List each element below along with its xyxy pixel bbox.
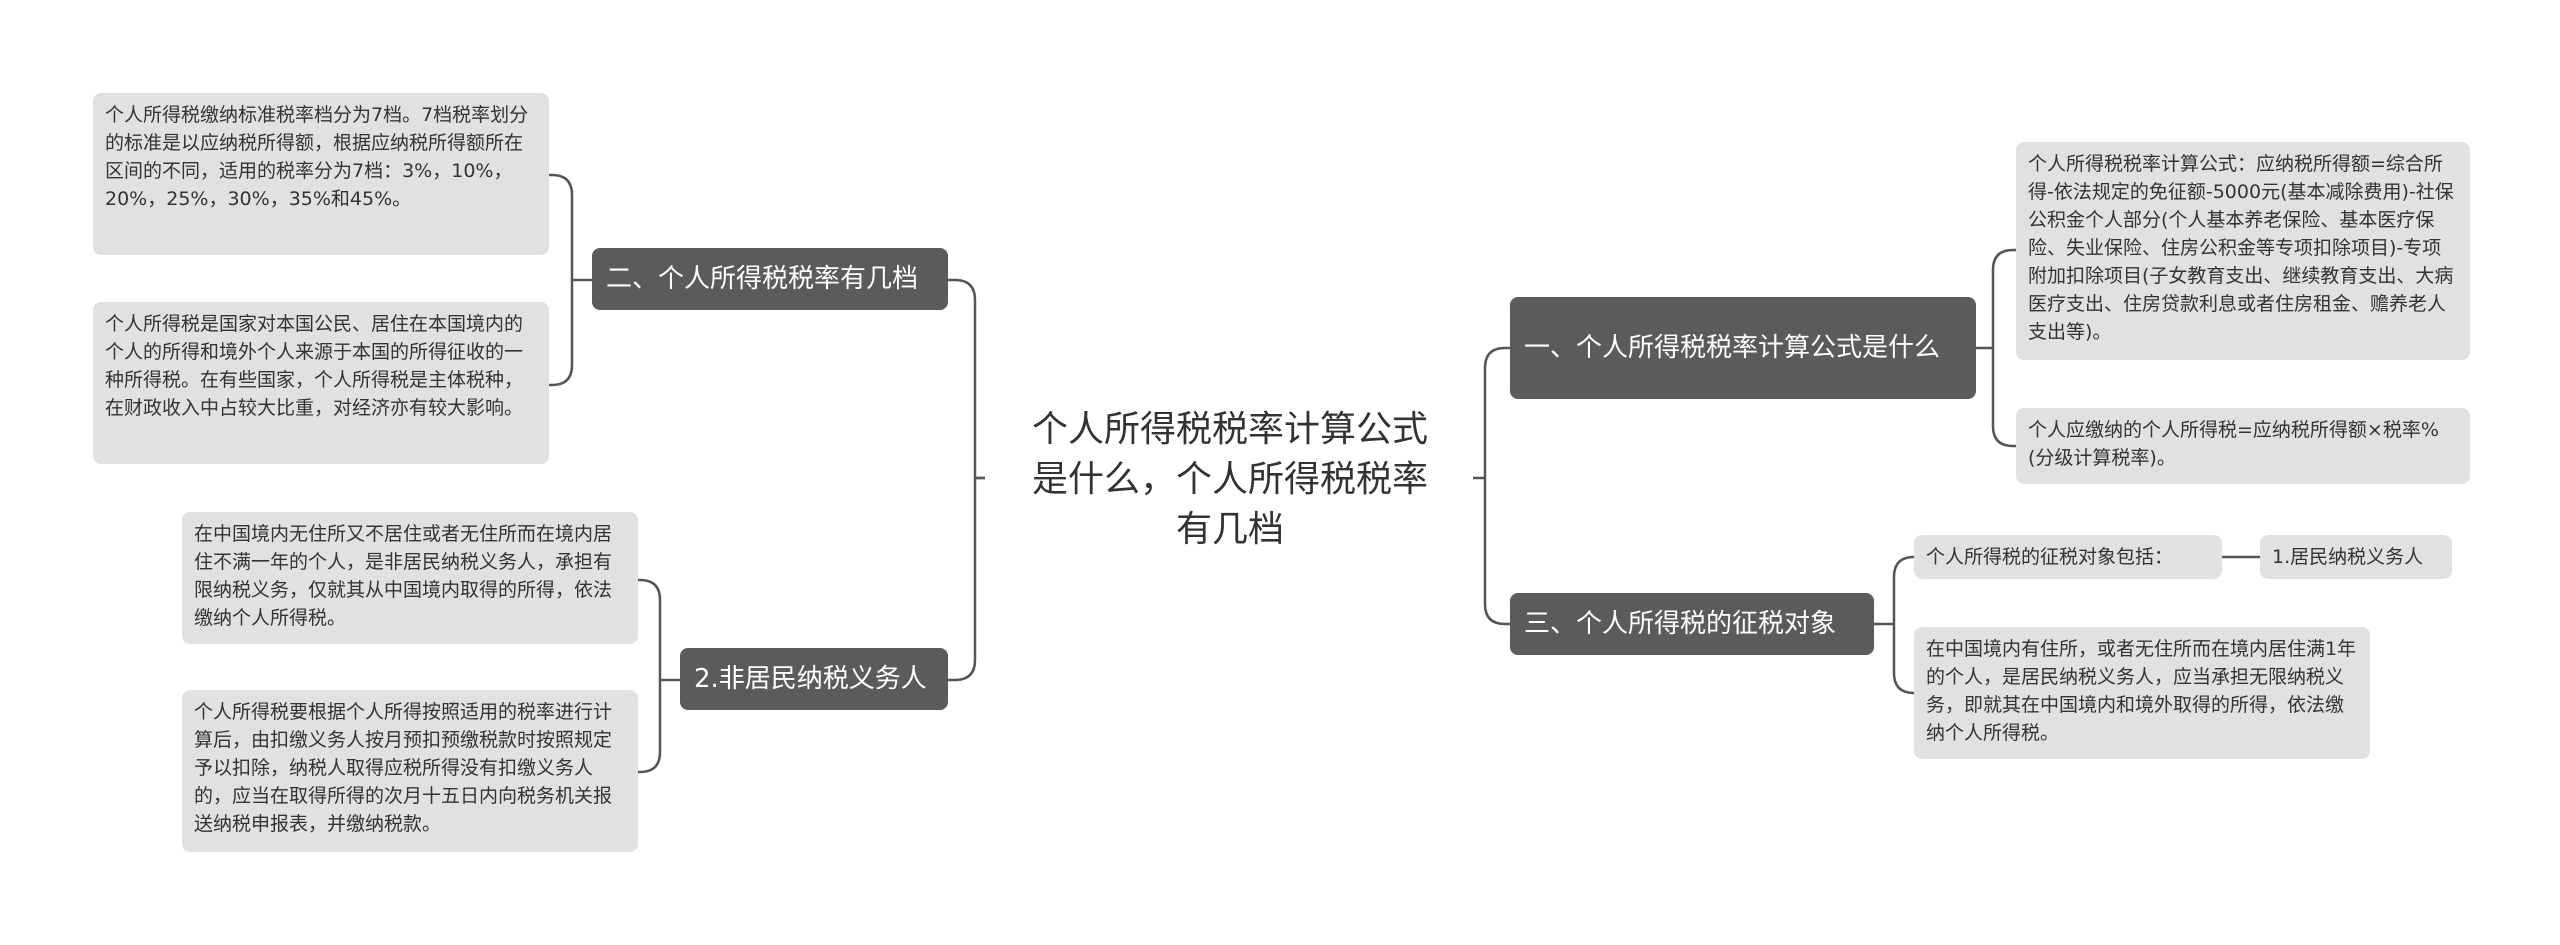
leaf-tax-payable-formula[interactable]: 个人应缴纳的个人所得税=应纳税所得额×税率%(分级计算税率)。	[2016, 408, 2470, 484]
central-topic[interactable]: 个人所得税税率计算公式是什么，个人所得税税率有几档	[1031, 409, 1428, 550]
branch-tax-objects[interactable]: 三、个人所得税的征税对象	[1510, 593, 1874, 655]
branch-tax-brackets[interactable]: 二、个人所得税税率有几档	[592, 248, 948, 310]
leaf-text: 1.居民纳税义务人	[2272, 546, 2424, 568]
leaf-text: 在中国境内有住所，或者无住所而在境内居住满1年的个人，是居民纳税义务人，应当承担…	[1926, 638, 2357, 744]
leaf-resident-taxpayer-detail[interactable]: 在中国境内有住所，或者无住所而在境内居住满1年的个人，是居民纳税义务人，应当承担…	[1914, 627, 2370, 759]
branch-tax-formula[interactable]: 一、个人所得税税率计算公式是什么	[1510, 297, 1976, 399]
connector-left-b1	[548, 173, 592, 387]
leaf-text: 个人所得税是国家对本国公民、居住在本国境内的个人的所得和境外个人来源于本国的所得…	[105, 313, 524, 419]
branch-non-resident-taxpayer[interactable]: 2.非居民纳税义务人	[680, 648, 948, 710]
leaf-text: 个人所得税税率计算公式：应纳税所得额=综合所得-依法规定的免征额-5000元(基…	[2028, 153, 2454, 343]
leaf-tax-formula-detail[interactable]: 个人所得税税率计算公式：应纳税所得额=综合所得-依法规定的免征额-5000元(基…	[2016, 142, 2470, 360]
leaf-income-tax-definition[interactable]: 个人所得税是国家对本国公民、居住在本国境内的个人的所得和境外个人来源于本国的所得…	[93, 302, 549, 464]
connector-left-b2	[636, 578, 680, 774]
connector-right-b1	[1976, 248, 2016, 448]
leaf-text: 个人所得税缴纳标准税率档分为7档。7档税率划分的标准是以应纳税所得额，根据应纳税…	[105, 104, 529, 210]
branch-label: 二、个人所得税税率有几档	[606, 264, 919, 294]
branch-label: 2.非居民纳税义务人	[694, 664, 927, 694]
connector-right-trunk	[1483, 346, 1510, 626]
leaf-non-resident-detail[interactable]: 在中国境内无住所又不居住或者无住所而在境内居住不满一年的个人，是非居民纳税义务人…	[182, 512, 638, 644]
leaf-text: 在中国境内无住所又不居住或者无住所而在境内居住不满一年的个人，是非居民纳税义务人…	[194, 523, 613, 629]
branch-label: 三、个人所得税的征税对象	[1524, 609, 1837, 639]
leaf-tax-objects-intro[interactable]: 个人所得税的征税对象包括：	[1914, 535, 2222, 579]
connector-left-trunk	[946, 278, 985, 682]
branch-label: 一、个人所得税税率计算公式是什么	[1524, 333, 1941, 363]
connector-right-b2	[1874, 555, 1915, 695]
leaf-text: 个人所得税的征税对象包括：	[1926, 546, 2174, 568]
leaf-text: 个人所得税要根据个人所得按照适用的税率进行计算后，由扣缴义务人按月预扣预缴税款时…	[194, 701, 613, 835]
leaf-text: 个人应缴纳的个人所得税=应纳税所得额×税率%(分级计算税率)。	[2028, 419, 2439, 469]
leaf-resident-taxpayer-sub[interactable]: 1.居民纳税义务人	[2260, 535, 2452, 579]
leaf-withholding-detail[interactable]: 个人所得税要根据个人所得按照适用的税率进行计算后，由扣缴义务人按月预扣预缴税款时…	[182, 690, 638, 852]
leaf-tax-brackets-detail[interactable]: 个人所得税缴纳标准税率档分为7档。7档税率划分的标准是以应纳税所得额，根据应纳税…	[93, 93, 549, 255]
